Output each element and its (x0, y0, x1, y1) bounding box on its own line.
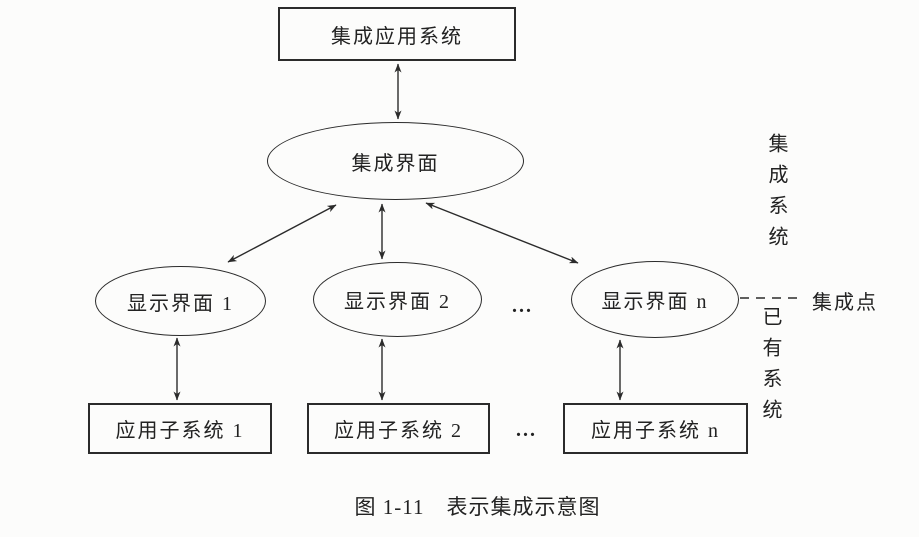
arrow-interface-displayn (425, 202, 579, 264)
node-integration-interface: 集成界面 (267, 122, 524, 200)
node-display-interface-2: 显示界面 2 (313, 262, 482, 337)
node-app-subsystem-n: 应用子系统 n (563, 403, 748, 454)
label-existing-system-group: 已有系统 (759, 306, 781, 430)
node-app-subsystem-1: 应用子系统 1 (88, 403, 272, 454)
node-display-interface-2-label: 显示界面 2 (344, 291, 451, 313)
node-display-interface-n-label: 显示界面 n (601, 291, 709, 313)
node-integrated-app-system: 集成应用系统 (278, 7, 516, 61)
ellipsis-subsystem-row: ... (516, 419, 537, 441)
ellipsis-display-row: ... (512, 295, 533, 317)
node-app-subsystem-2: 应用子系统 2 (307, 403, 490, 454)
figure-caption: 图 1-11 表示集成示意图 (354, 495, 601, 519)
node-display-interface-1-label: 显示界面 1 (127, 292, 234, 315)
node-app-subsystem-2-label: 应用子系统 2 (334, 420, 463, 442)
label-integration-point: 集成点 (812, 292, 878, 314)
label-integration-system-group: 集成系统 (765, 133, 787, 257)
arrow-interface-display1 (227, 204, 337, 263)
node-display-interface-1: 显示界面 1 (95, 266, 266, 336)
node-app-subsystem-1-label: 应用子系统 1 (115, 420, 245, 442)
node-display-interface-n: 显示界面 n (571, 261, 739, 338)
node-integrated-app-system-label: 集成应用系统 (331, 25, 463, 48)
node-integration-interface-label: 集成界面 (351, 152, 440, 175)
node-app-subsystem-n-label: 应用子系统 n (591, 420, 720, 442)
